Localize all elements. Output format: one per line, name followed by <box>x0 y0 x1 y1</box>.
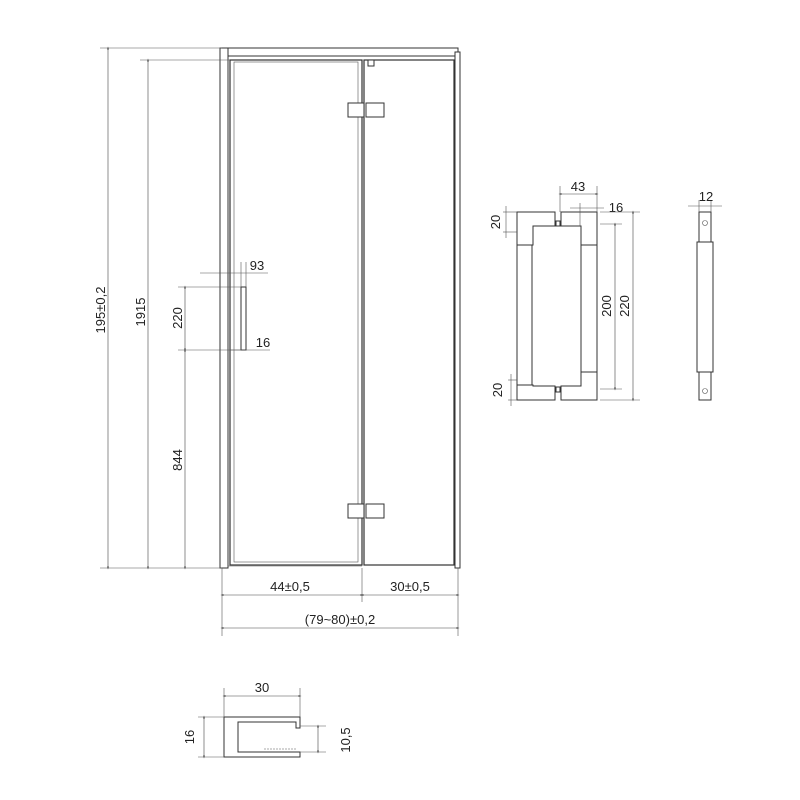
door-glass-inner-edge <box>233 61 359 563</box>
wall-profile-right <box>454 51 461 569</box>
top-frame-bar <box>221 47 459 57</box>
dim-handle-depth: 16 <box>256 335 270 350</box>
handle-left-bar <box>516 244 533 386</box>
screw-icon <box>702 220 708 226</box>
handle-right-top-mount <box>560 211 598 246</box>
dim-handle-length: 220 <box>170 307 185 329</box>
dim-center-distance: 200 <box>599 295 614 317</box>
dim-profile-width: 30 <box>255 680 269 695</box>
dim-bar-diameter: 16 <box>609 200 623 215</box>
dim-total-length: 220 <box>617 295 632 317</box>
dim-handle-offset: 93 <box>250 258 264 273</box>
door-elevation: 195±0,2 1915 220 844 93 16 44±0,5 30±0,5… <box>93 46 461 636</box>
dim-door-width: 44±0,5 <box>270 579 310 594</box>
dim-profile-inner: 10,5 <box>338 727 353 752</box>
dim-fixed-width: 30±0,5 <box>390 579 430 594</box>
wall-profile-left <box>219 47 229 569</box>
dim-projection: 43 <box>571 179 585 194</box>
dim-total-width: (79~80)±0,2 <box>305 612 375 627</box>
handle-side-view: 12 <box>688 189 722 401</box>
handle-left-bottom-mount <box>516 384 556 401</box>
handle-right-bar <box>580 244 598 386</box>
handle-left-top-mount <box>516 211 556 246</box>
handle-right-bottom-mount <box>560 371 598 401</box>
handle-detail: 43 16 20 20 200 220 <box>488 179 640 406</box>
hinge-bottom <box>347 503 385 519</box>
dim-glass-height: 1915 <box>133 298 148 327</box>
dim-bottom-mount: 20 <box>490 383 505 397</box>
hinge-top <box>347 102 385 118</box>
fixed-glass-panel <box>363 59 455 566</box>
door-handle <box>240 286 247 351</box>
screw-icon <box>702 388 708 394</box>
wall-profile-cross-section <box>223 716 301 758</box>
profile-section: 30 16 10,5 <box>182 680 353 759</box>
dim-handle-height: 844 <box>170 449 185 471</box>
dim-top-mount: 20 <box>488 215 503 229</box>
dim-profile-height: 16 <box>182 730 197 744</box>
top-pivot <box>367 59 375 67</box>
dim-side-thickness: 12 <box>699 189 713 204</box>
door-glass-panel <box>229 59 363 566</box>
dim-overall-height: 195±0,2 <box>93 287 108 334</box>
